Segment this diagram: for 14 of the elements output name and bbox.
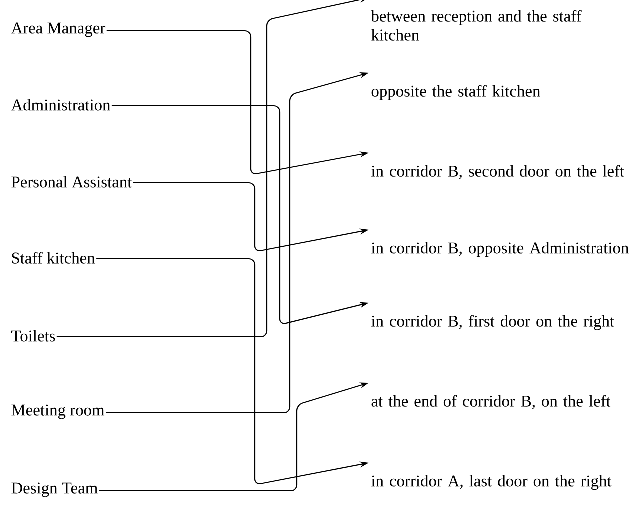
location-label: at the end of corridor B, on the left xyxy=(372,395,611,410)
room-label: Design Team xyxy=(12,482,98,498)
location-label: in corridor B, first door on the right xyxy=(372,315,614,330)
room-label: Administration xyxy=(11,99,110,111)
location-label: between reception and the staff kitchen xyxy=(371,10,582,41)
room-label: Meeting room xyxy=(12,404,105,420)
location-label: in corridor B, second door on the left xyxy=(372,165,624,180)
location-label: in corridor A, last door on the right xyxy=(372,475,612,490)
location-label: in corridor B, opposite Administration xyxy=(372,242,629,258)
location-label: opposite the staff kitchen xyxy=(372,85,540,100)
room-label: Area Manager xyxy=(11,22,106,38)
room-label: Toilets xyxy=(12,330,56,342)
room-label: Personal Assistant xyxy=(12,176,132,188)
room-label: Staff kitchen xyxy=(12,252,96,264)
